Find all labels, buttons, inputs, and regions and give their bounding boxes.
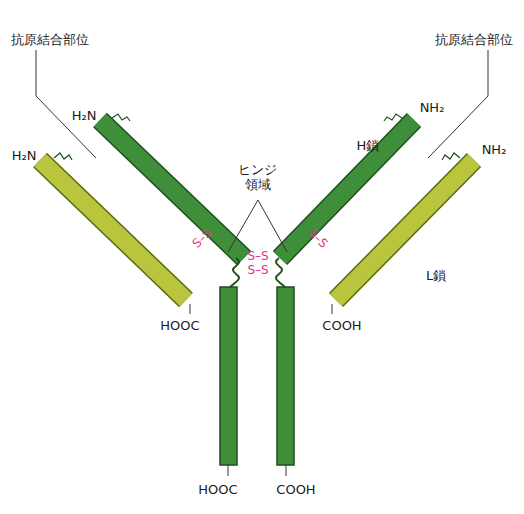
disulfide-bond: S–S [306, 227, 331, 252]
chain-label: L鎖 [426, 269, 446, 284]
disulfide-bond: S–S [191, 227, 216, 252]
disulfide-bond: S–S [247, 264, 268, 278]
terminus-label: NH₂ [420, 101, 445, 116]
terminus-label: COOH [322, 319, 361, 334]
chain-label: H鎖 [357, 139, 380, 154]
terminus-label: NH₂ [482, 143, 507, 158]
region-label: 抗原結合部位 [11, 33, 89, 48]
terminus-label: H₂N [72, 109, 97, 124]
terminus-label: H₂N [12, 149, 37, 164]
region-label: ヒンジ 領域 [237, 163, 280, 193]
terminus-label: COOH [276, 483, 315, 498]
terminus-label: HOOC [198, 483, 237, 498]
terminus-label: HOOC [160, 319, 199, 334]
disulfide-bond: S–S [247, 250, 268, 264]
region-label: 抗原結合部位 [435, 33, 513, 48]
